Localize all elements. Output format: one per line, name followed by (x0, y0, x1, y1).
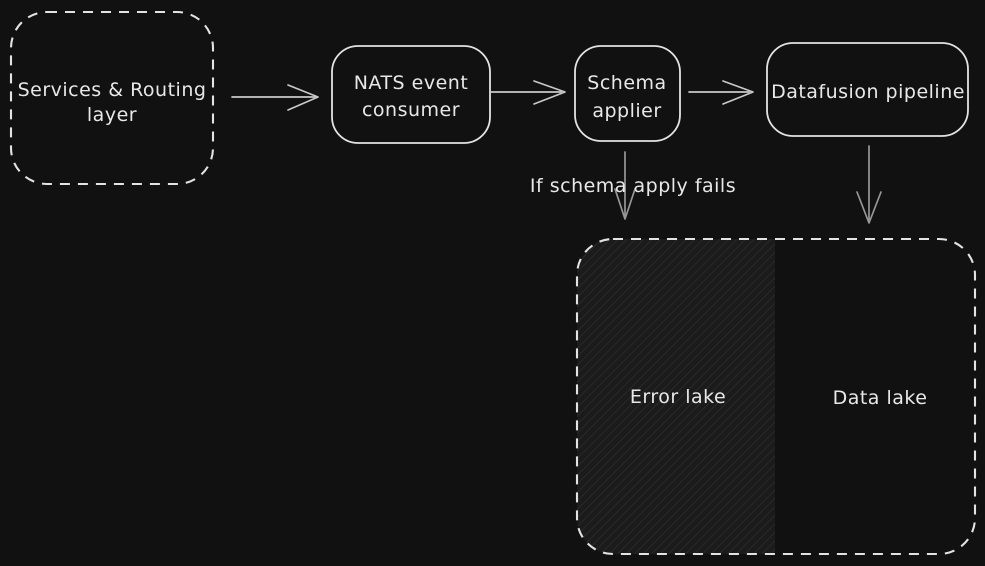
nats-box (331, 45, 491, 144)
node-nats-event-consumer[interactable]: NATS event consumer (331, 45, 491, 144)
schema-applier-box (574, 45, 681, 142)
node-services-routing-layer[interactable]: Services & Routing layer (9, 10, 215, 186)
arrow-head-icon (287, 84, 319, 111)
arrow-nats-to-schema[interactable] (490, 80, 566, 105)
services-routing-label-line1: Services & Routing (18, 79, 207, 101)
arrow-head-icon (533, 80, 566, 105)
arrow-head-icon (856, 191, 882, 224)
arrow-datafusion-to-data-lake[interactable] (856, 145, 882, 224)
error-lake-region (577, 239, 775, 554)
arrow-head-icon (614, 188, 636, 220)
schema-applier-label-line1: Schema (587, 72, 666, 94)
fail-condition-label[interactable]: If schema apply fails (530, 175, 736, 197)
node-datafusion-pipeline[interactable]: Datafusion pipeline (766, 42, 969, 137)
schema-applier-label-line2: applier (592, 100, 661, 122)
arrow-services-to-nats[interactable] (231, 84, 319, 111)
datafusion-box (766, 42, 969, 137)
datafusion-label: Datafusion pipeline (771, 81, 965, 103)
arrow-head-icon (722, 80, 754, 105)
nats-label-line2: consumer (362, 99, 460, 121)
arrow-schema-to-datafusion[interactable] (688, 80, 754, 105)
services-routing-box (9, 10, 215, 186)
error-lake-label: Error lake (630, 386, 726, 408)
lake-container-box (575, 237, 977, 556)
node-schema-applier[interactable]: Schema applier (574, 45, 681, 142)
arrow-schema-to-error-lake[interactable] (614, 151, 636, 220)
services-routing-label-line2: layer (87, 104, 137, 126)
nats-label-line1: NATS event (354, 72, 469, 94)
error-lake-hatch (577, 239, 775, 554)
lake-container[interactable]: Error lake Data lake (575, 237, 977, 556)
data-lake-label: Data lake (833, 387, 928, 409)
